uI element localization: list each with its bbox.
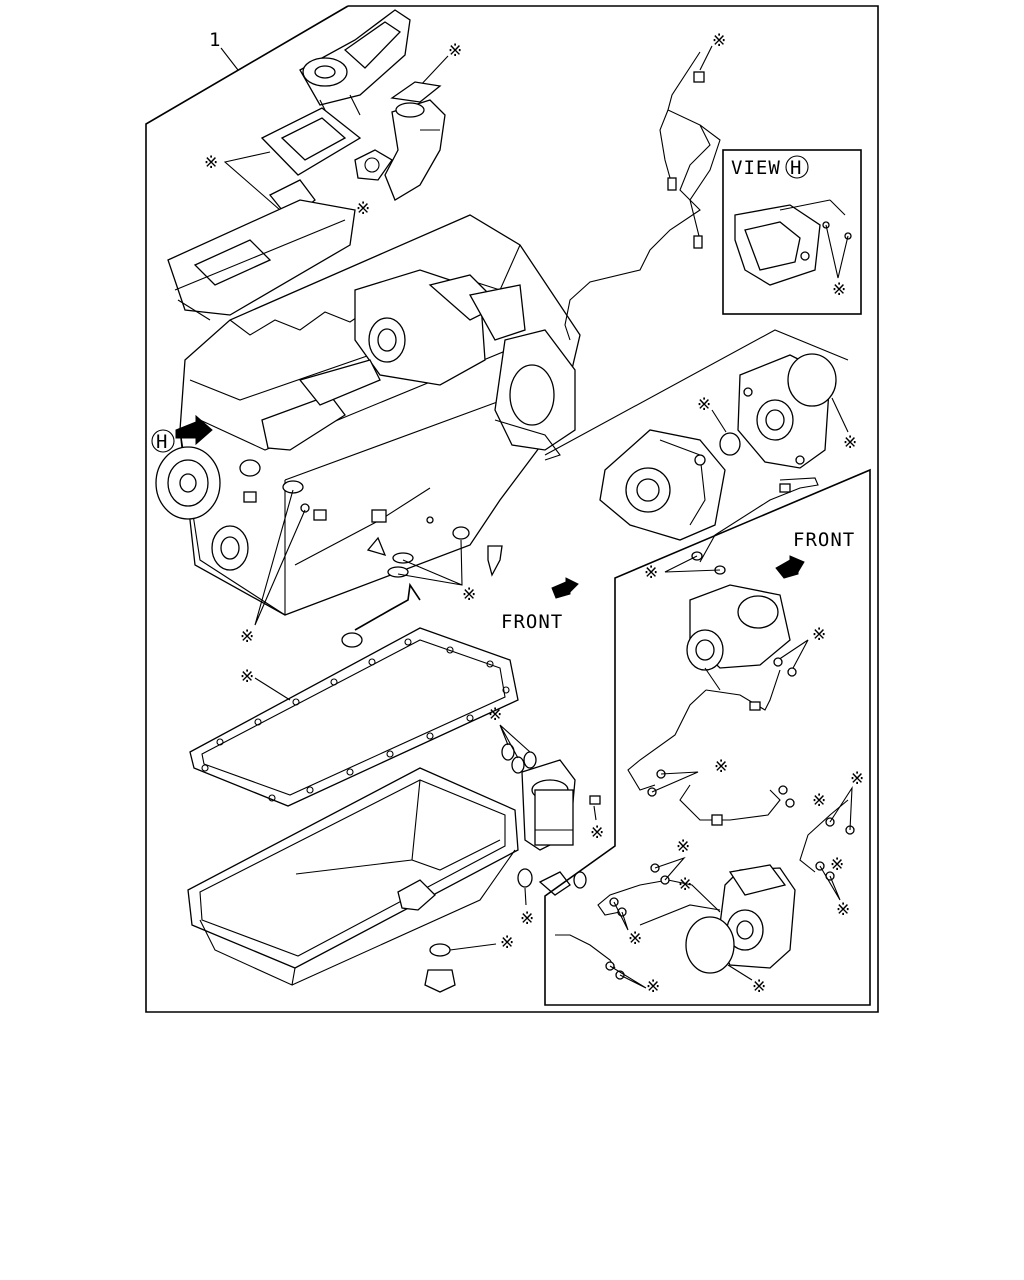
drain-plug (424, 969, 456, 993)
note-symbol-18: ※ (850, 769, 864, 789)
front-arrow-main (551, 577, 579, 599)
note-symbol-14: ※ (644, 563, 658, 583)
egr-valve-assembly (299, 9, 411, 121)
note-symbol-17: ※ (812, 791, 826, 811)
oil-pan (187, 767, 519, 986)
intake-cover (260, 107, 362, 176)
note-symbol-7: ※ (500, 933, 514, 953)
fuel-line-top (564, 51, 711, 341)
small-bracket (366, 536, 387, 557)
view-h-frame (722, 149, 862, 315)
view-arrow (175, 414, 213, 446)
return-pipe (679, 784, 781, 821)
intake-manifold (167, 199, 356, 321)
note-symbol-24: ※ (628, 929, 642, 949)
view-label: VIEW (731, 157, 781, 179)
drain-washer (429, 943, 451, 957)
oil-strainer (341, 582, 421, 648)
right-pipe (799, 799, 849, 873)
note-symbol-23: ※ (678, 875, 692, 895)
oil-sensor (538, 871, 587, 896)
rear-plate (494, 329, 576, 451)
large-o-ring (787, 353, 837, 407)
view-marker-label: H (156, 431, 168, 453)
inset-frame (544, 468, 871, 1006)
note-symbol-19: ※ (830, 855, 844, 875)
thermostat-fitting (239, 459, 327, 521)
filter-o-rings (501, 743, 537, 774)
front-label-inset: FRONT (793, 529, 855, 551)
gasket-holes (201, 638, 510, 802)
note-symbol-2: ※ (356, 199, 370, 219)
top-turbo-unit (354, 269, 526, 386)
turbocharger (686, 584, 791, 691)
intake-pipe (384, 99, 446, 201)
note-symbol-4: ※ (240, 627, 254, 647)
note-symbol-16: ※ (714, 757, 728, 777)
view-id-label: H (790, 157, 802, 179)
item-leader (220, 47, 239, 71)
compressor-o-ring (685, 916, 735, 974)
note-symbol-6: ※ (240, 667, 254, 687)
front-arrow-inset (775, 555, 805, 579)
note-symbol-8: ※ (488, 705, 502, 725)
link-line-1 (544, 329, 849, 456)
note-symbol-9: ※ (590, 823, 604, 843)
note-symbol-21: ※ (752, 977, 766, 997)
turbo-oil-pipe (627, 689, 707, 791)
gasket-mid (354, 149, 393, 181)
note-symbol-5: ※ (462, 585, 476, 605)
item-number-label: 1 (209, 29, 221, 51)
note-symbol-view: ※ (832, 280, 846, 300)
water-outlet-pipe (261, 359, 381, 451)
oil-filter (521, 759, 576, 851)
view-h-bracket (734, 199, 852, 286)
note-symbol-20: ※ (836, 900, 850, 920)
note-symbol-12: ※ (843, 433, 857, 453)
note-symbol-11: ※ (712, 31, 726, 51)
view-id-circle (785, 155, 809, 179)
note-symbol-25: ※ (646, 977, 660, 997)
pan-o-ring (517, 868, 533, 888)
front-label-main: FRONT (501, 611, 563, 633)
inset-pipe-top (699, 477, 819, 563)
compressor-pipe-1 (597, 879, 669, 916)
compressor-pipe-2 (555, 934, 616, 969)
oil-pan-gasket (189, 627, 519, 807)
injection-pump (599, 429, 726, 541)
view-marker-circle (151, 429, 175, 453)
note-symbol-22: ※ (676, 837, 690, 857)
note-symbol-3: ※ (204, 153, 218, 173)
gasket-top (390, 81, 442, 103)
timing-cover (211, 525, 249, 571)
air-compressor (717, 864, 796, 969)
small-o-ring-1 (719, 432, 741, 456)
note-symbol-15: ※ (812, 625, 826, 645)
note-symbol-10: ※ (520, 909, 534, 929)
note-symbol-13: ※ (697, 395, 711, 415)
note-symbol-1: ※ (448, 41, 462, 61)
main-frame (145, 5, 879, 1013)
front-pulley (155, 446, 221, 520)
